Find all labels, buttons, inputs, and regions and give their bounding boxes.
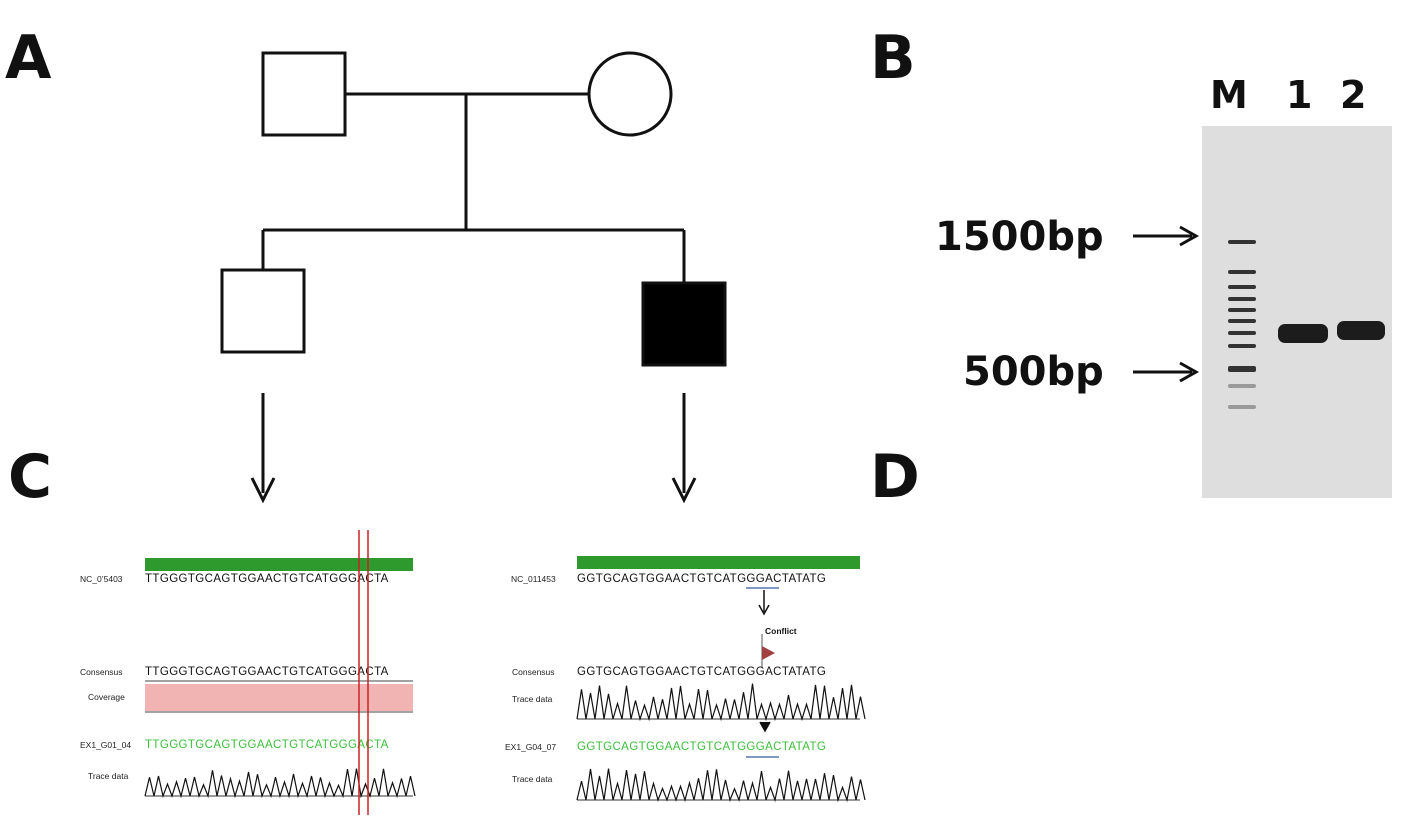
band-lane-1	[1278, 324, 1328, 343]
row-name: Consensus	[80, 667, 123, 677]
chromatogram-trace-c	[144, 768, 416, 799]
father-square	[261, 51, 347, 137]
marker-arrow-1500-head	[1179, 225, 1200, 247]
chromatogram-trace-d1	[576, 683, 866, 722]
marker-arrow-500-head	[1179, 361, 1200, 383]
arrow-to-d-head	[671, 477, 697, 504]
ladder-band	[1228, 331, 1256, 335]
consensus-sequence: TTGGGTGCAGTGGAACTGTCATGGGACTA	[145, 666, 389, 678]
ladder-band	[1228, 270, 1256, 274]
reference-sequence: GGTGCAGTGGAACTGTCATGGGACTATATG	[577, 573, 826, 585]
sequence-alignment-c: NC_0’5403 TTGGGTGCAGTGGAACTGTCATGGGACTA …	[80, 530, 416, 815]
ladder-bands	[1228, 240, 1256, 409]
panel-label-b: B	[870, 23, 916, 93]
chromatogram-trace-d2	[576, 768, 866, 803]
panel-label-c: C	[8, 442, 52, 512]
lane-label-m: M	[1210, 73, 1248, 117]
ladder-band	[1228, 319, 1256, 323]
ladder-band	[1228, 308, 1256, 312]
gel-panel: M 1 2 1500bp 500bp	[935, 73, 1392, 498]
panel-label-d: D	[870, 442, 920, 512]
variant-marker	[759, 721, 771, 733]
ladder-band	[1228, 285, 1256, 289]
panel-label-a: A	[5, 23, 52, 93]
lane-label-2: 2	[1340, 73, 1366, 117]
sequence-alignment-d: NC_011453 GGTGCAGTGGAACTGTCATGGGACTATATG…	[505, 556, 866, 803]
pedigree-chart	[220, 51, 727, 504]
row-name: Coverage	[88, 692, 125, 702]
read-sequence: TTGGGTGCAGTGGAACTGTCATGGGACTA	[145, 739, 389, 751]
ladder-band	[1228, 344, 1256, 348]
ladder-band	[1228, 240, 1256, 244]
reference-sequence: TTGGGTGCAGTGGAACTGTCATGGGACTA	[145, 573, 389, 585]
conflict-flag	[762, 646, 775, 660]
row-name: Trace data	[512, 774, 553, 784]
row-name: NC_0’5403	[80, 574, 123, 584]
row-name: EX1_G01_04	[80, 740, 131, 750]
unaffected-son-square	[220, 268, 306, 354]
marker-label-500: 500bp	[963, 349, 1104, 395]
row-name: Trace data	[88, 771, 129, 781]
reference-bar	[145, 558, 413, 571]
ladder-band	[1228, 384, 1256, 388]
consensus-sequence: GGTGCAGTGGAACTGTCATGGGACTATATG	[577, 666, 826, 678]
row-name: Consensus	[512, 667, 555, 677]
row-name: EX1_G04_07	[505, 742, 556, 752]
variant-arrow-head	[758, 604, 770, 616]
row-name: Trace data	[512, 694, 553, 704]
arrow-to-c-head	[250, 477, 276, 504]
read-sequence: GGTGCAGTGGAACTGTCATGGGACTATATG	[577, 741, 826, 753]
affected-son-square	[641, 281, 727, 367]
marker-label-1500: 1500bp	[935, 214, 1104, 260]
conflict-label: Conflict	[765, 626, 797, 636]
row-name: NC_011453	[511, 574, 556, 584]
reference-bar	[577, 556, 860, 569]
ladder-band	[1228, 366, 1256, 372]
lane-label-1: 1	[1286, 73, 1312, 117]
band-lane-2	[1337, 321, 1385, 340]
coverage-bar	[145, 684, 413, 711]
mother-circle	[587, 51, 673, 137]
ladder-band	[1228, 297, 1256, 301]
ladder-band	[1228, 405, 1256, 409]
